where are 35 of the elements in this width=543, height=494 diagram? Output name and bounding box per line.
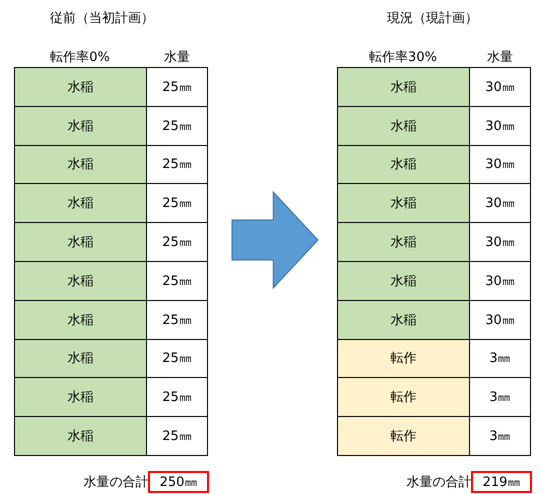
total-label: 水量の合計 — [407, 474, 471, 492]
table-cell: 水稲 — [14, 300, 147, 340]
table-cell: 水稲 — [337, 261, 470, 301]
table-cell: 25㎜ — [146, 67, 208, 107]
table-cell: 転作 — [337, 377, 470, 418]
table-cell: 水稲 — [337, 144, 470, 184]
table-cell: 30㎜ — [469, 67, 531, 107]
table-cell: 水稲 — [14, 338, 147, 378]
table-cell: 水稲 — [337, 67, 470, 107]
table-cell: 転作 — [337, 416, 470, 456]
total-value-box: 219㎜ — [471, 471, 532, 493]
table-cell: 水稲 — [14, 416, 147, 456]
table-cell: 水稲 — [337, 222, 470, 262]
table-cell: 水稲 — [337, 106, 470, 146]
column-header: 水量 — [486, 49, 514, 66]
table-cell: 水稲 — [14, 106, 147, 146]
table-cell: 水稲 — [337, 300, 470, 340]
column-header: 転作率30% — [368, 49, 438, 66]
column-header: 転作率0% — [49, 49, 111, 66]
column-header: 水量 — [163, 49, 191, 66]
block-arrow — [232, 190, 319, 290]
table-cell: 転作 — [337, 338, 470, 378]
table-cell: 25㎜ — [146, 416, 208, 456]
table-cell: 水稲 — [14, 261, 147, 301]
table-cell: 3㎜ — [469, 416, 531, 456]
panel-title: 現況（現計画） — [387, 10, 478, 28]
total-value-box: 250㎜ — [148, 471, 209, 493]
table-cell: 水稲 — [14, 67, 147, 107]
table-cell: 水稲 — [14, 222, 147, 262]
table-cell: 水稲 — [14, 144, 147, 184]
table-cell: 水稲 — [14, 183, 147, 224]
total-label: 水量の合計 — [84, 474, 148, 492]
panel-title: 従前（当初計画） — [50, 10, 154, 28]
table-cell: 水稲 — [14, 377, 147, 418]
table-cell: 水稲 — [337, 183, 470, 224]
